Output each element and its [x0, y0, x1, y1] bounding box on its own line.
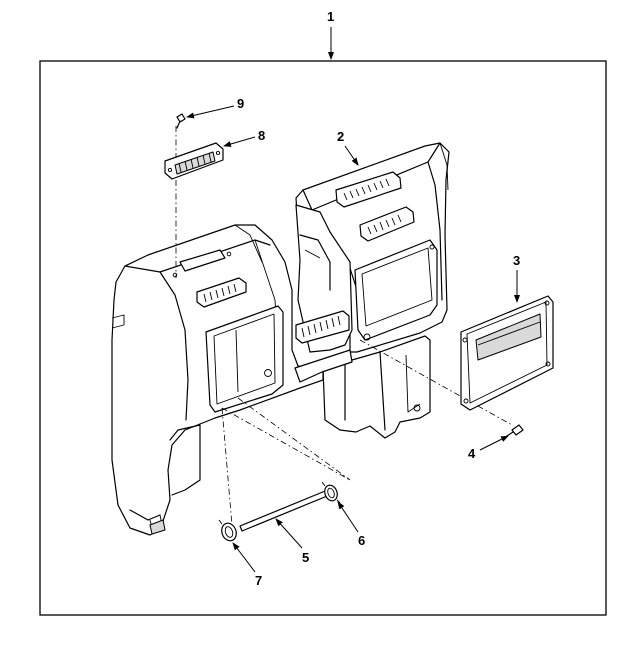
- callout-9: 9: [186, 96, 244, 119]
- callout-2: 2: [337, 129, 359, 166]
- callout-8-label: 8: [258, 128, 265, 143]
- callout-8: 8: [223, 128, 265, 147]
- callout-4-label: 4: [468, 446, 476, 461]
- callout-2-label: 2: [337, 129, 344, 144]
- vent-part-8: [164, 142, 224, 180]
- callout-5: 5: [275, 518, 309, 565]
- assembly-center-lines: [175, 126, 513, 526]
- callout-6: 6: [337, 501, 365, 548]
- callout-4: 4: [468, 435, 509, 461]
- clip-part-7: [218, 519, 237, 542]
- callout-1-label: 1: [327, 9, 334, 24]
- diagram-frame: [39, 60, 607, 616]
- screw-part-9: [176, 113, 186, 129]
- callout-7: 7: [232, 542, 262, 588]
- cover-plate-part-3: [460, 295, 554, 411]
- rod-part-5: [239, 488, 333, 532]
- callout-6-label: 6: [358, 533, 365, 548]
- lower-bracket: [322, 335, 431, 439]
- clip-part-6: [321, 481, 341, 504]
- left-dash-housing: [111, 224, 353, 536]
- callout-9-label: 9: [237, 96, 244, 111]
- callout-5-label: 5: [302, 550, 309, 565]
- screw-part-4: [506, 424, 524, 437]
- callout-3-label: 3: [513, 253, 520, 268]
- center-support: [295, 204, 353, 353]
- callout-3: 3: [513, 253, 520, 303]
- callout-1: 1: [327, 9, 334, 60]
- upper-dash-housing-part-2: [295, 142, 450, 353]
- callout-7-label: 7: [255, 573, 262, 588]
